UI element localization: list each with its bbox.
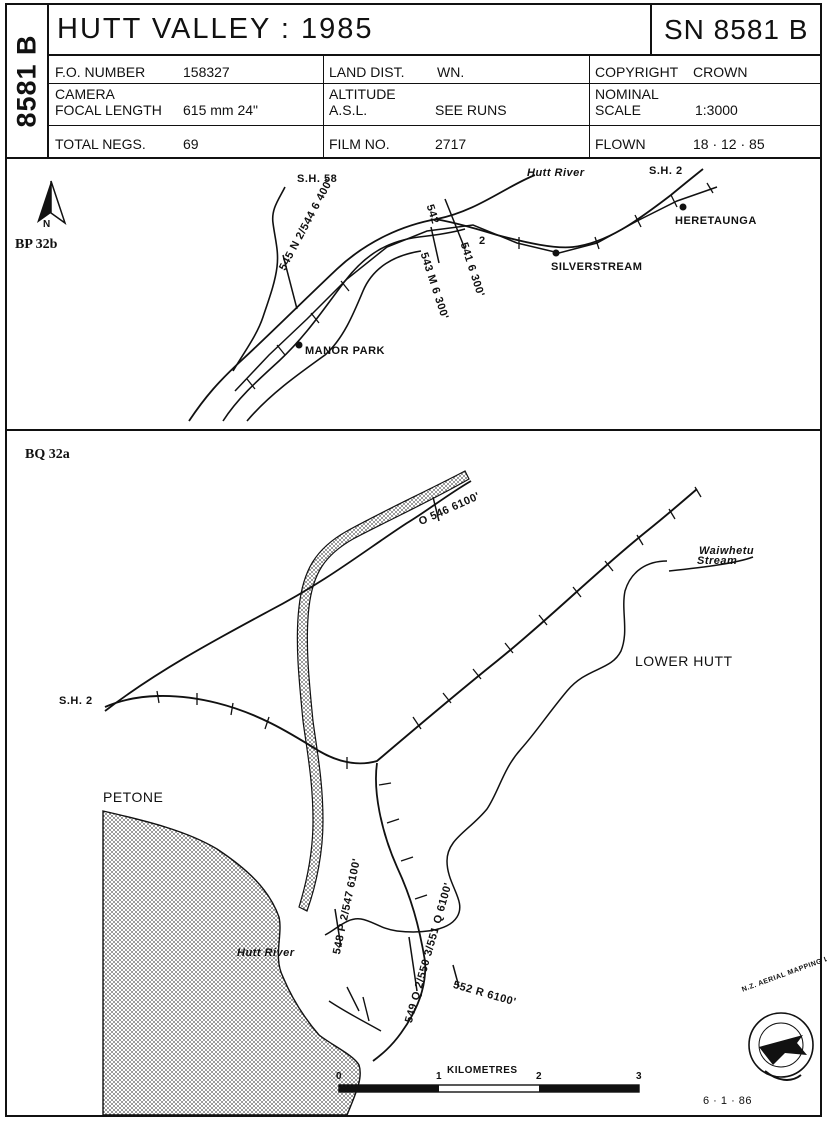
label-heretaunga: HERETAUNGA xyxy=(675,215,757,227)
road-south-ticks xyxy=(378,782,428,900)
label-petone: PETONE xyxy=(103,789,164,805)
negs-label: TOTAL NEGS. xyxy=(55,136,146,152)
scale-title: KILOMETRES xyxy=(447,1065,518,1076)
label-hutt-river-top: Hutt River xyxy=(527,167,585,179)
label-hutt-river-bottom: Hutt River xyxy=(237,947,295,959)
run-r-marker xyxy=(452,964,460,988)
panel-label-bq32a: BQ 32a xyxy=(25,447,70,462)
hutt-river xyxy=(296,470,470,912)
asl-value: SEE RUNS xyxy=(435,102,507,118)
land-label: LAND DIST. xyxy=(329,64,405,80)
film-label: FILM NO. xyxy=(329,136,390,152)
label-waiwhetu: Waiwhetu xyxy=(699,545,755,557)
flown-value: 18 · 12 · 85 xyxy=(693,136,765,152)
label-manor-park: MANOR PARK xyxy=(305,345,385,357)
focal-label: FOCAL LENGTH xyxy=(55,102,162,118)
land-value: WN. xyxy=(437,64,465,80)
map-bp32b xyxy=(37,168,718,422)
label-lower-hutt: LOWER HUTT xyxy=(635,653,733,669)
label-stream: Stream xyxy=(697,555,738,567)
camera-label: CAMERA xyxy=(55,86,115,102)
q-run-lines xyxy=(328,986,382,1032)
flown-label: FLOWN xyxy=(595,136,646,152)
fo-value: 158327 xyxy=(183,64,230,80)
north-label: N xyxy=(43,219,51,230)
manor-park-dot xyxy=(295,341,303,349)
header: 8581 B HUTT VALLEY : 1985 SN 8581 B F.O.… xyxy=(7,5,820,157)
scale-label: SCALE xyxy=(595,102,641,118)
road-sh2-west xyxy=(104,480,472,712)
panel-label-bp32b: BP 32b xyxy=(15,237,58,252)
road-sh2-east xyxy=(434,168,704,249)
scale-tick-3: 3 xyxy=(636,1071,643,1082)
road-tertiary xyxy=(246,250,422,422)
north-arrow-icon xyxy=(37,180,67,225)
run-l-marker xyxy=(444,198,466,250)
run-n-marker xyxy=(282,254,298,310)
flight-line xyxy=(234,186,718,392)
rule xyxy=(323,54,324,157)
side-code: 8581 B xyxy=(7,5,49,157)
copyright-label: COPYRIGHT xyxy=(595,64,679,80)
run-l-number: 2 xyxy=(479,235,486,247)
run-q-marker xyxy=(408,936,418,992)
harbour-area xyxy=(102,810,361,1115)
silverstream-dot xyxy=(552,249,560,257)
label-sh2-top: S.H. 2 xyxy=(649,165,683,177)
aerial-mapping-emblem-icon xyxy=(748,1012,814,1081)
scale-tick-2: 2 xyxy=(536,1071,543,1082)
negs-value: 69 xyxy=(183,136,199,152)
scale-tick-0: 0 xyxy=(336,1071,343,1082)
sheet-title: HUTT VALLEY : 1985 xyxy=(57,13,374,45)
focal-value: 615 mm 24" xyxy=(183,102,259,118)
rule xyxy=(49,54,820,56)
label-sh58: S.H. 58 xyxy=(297,173,338,185)
film-value: 2717 xyxy=(435,136,467,152)
run-m-marker xyxy=(430,226,440,264)
map-panel-bq32a: BQ 32a S.H. 2 LOWER HUTT PETONE Hutt Riv… xyxy=(7,431,827,1115)
asl-label: A.S.L. xyxy=(329,102,368,118)
flight-line-main xyxy=(104,488,698,765)
sheet-date: 6 · 1 · 86 xyxy=(703,1095,753,1107)
map-panel-bp32b: BP 32b N S.H. 58 Hutt River S.H. 2 HERET… xyxy=(7,157,820,431)
altitude-label: ALTITUDE xyxy=(329,86,396,102)
road-sh2 xyxy=(188,174,536,422)
sn-number: SN 8581 B xyxy=(664,14,809,45)
rule xyxy=(49,83,820,84)
heretaunga-dot xyxy=(679,203,687,211)
lower-hutt-boundary xyxy=(324,556,754,936)
flight-ticks xyxy=(246,182,714,390)
sn-box: SN 8581 B xyxy=(650,5,820,54)
road-south xyxy=(372,762,427,1062)
scale-tick-1: 1 xyxy=(436,1071,443,1082)
rule xyxy=(589,54,590,157)
run-p-marker xyxy=(334,908,342,948)
flight-ticks-main xyxy=(156,486,702,769)
label-silverstream: SILVERSTREAM xyxy=(551,261,643,273)
fo-label: F.O. NUMBER xyxy=(55,64,146,80)
map-bq32a xyxy=(102,470,814,1115)
scale-bar xyxy=(338,1084,640,1093)
photo-index-sheet: 8581 B HUTT VALLEY : 1985 SN 8581 B F.O.… xyxy=(5,3,827,1117)
label-sh2-bottom: S.H. 2 xyxy=(59,695,93,707)
copyright-value: CROWN xyxy=(693,64,748,80)
run-o-marker xyxy=(432,496,440,522)
rule xyxy=(49,125,820,126)
scale-value: 1:3000 xyxy=(695,102,738,118)
road-sh58 xyxy=(232,186,286,372)
nominal-label: NOMINAL xyxy=(595,86,659,102)
